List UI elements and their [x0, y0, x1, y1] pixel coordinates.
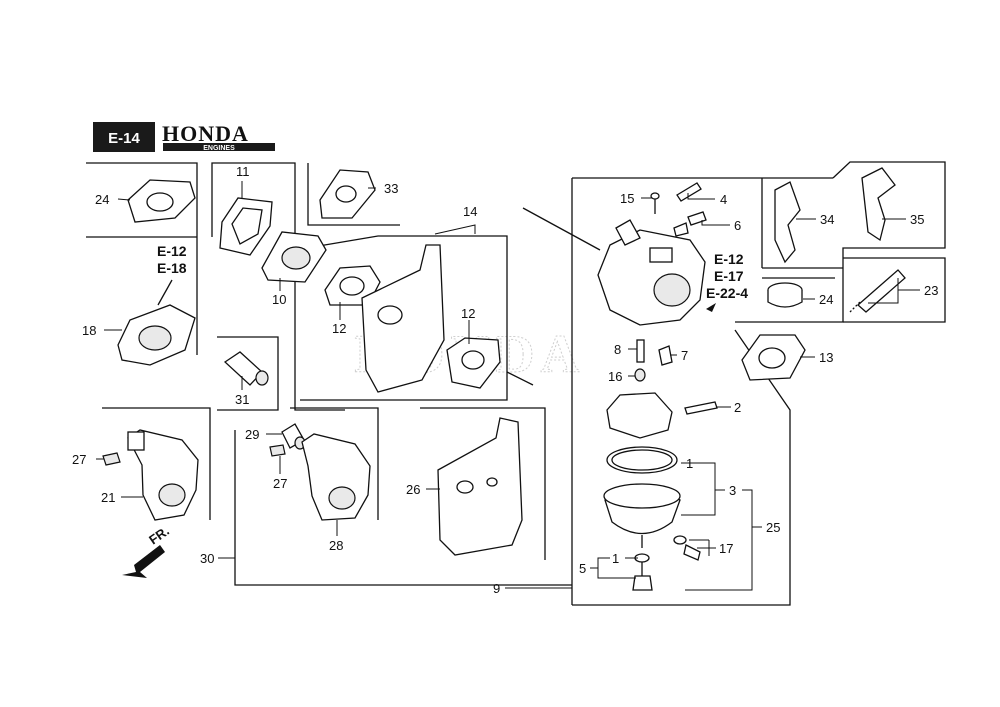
part-28-bracket: [301, 433, 371, 521]
part-18-intake-pipe: [117, 279, 196, 366]
callout-9: 8: [614, 342, 621, 357]
part-carburetor-body: [597, 219, 706, 326]
front-arrow: [122, 545, 165, 578]
part-5-bolt: [632, 553, 653, 591]
cross-references-left: E-12 E-18: [157, 243, 187, 276]
xref-left-2: E-18: [157, 260, 187, 276]
part-15-4-6-screws: [650, 182, 707, 237]
callout-12-right: 12: [461, 306, 475, 321]
callout-2: 2: [734, 400, 741, 415]
callout-32: 24: [95, 192, 109, 207]
callout-27-left: 27: [72, 452, 86, 467]
xref-right-3: E-22-4: [706, 285, 748, 301]
part-23-screw-spring: [849, 269, 906, 313]
part-35-throttle-lever: [861, 167, 896, 242]
callout-23: 23: [924, 283, 938, 298]
callout-17: 17: [719, 541, 733, 556]
callout-30: 30: [200, 551, 214, 566]
callout-13: 13: [819, 350, 833, 365]
part-1-gasket-ring: [606, 446, 678, 474]
callout-34: 34: [820, 212, 834, 227]
callout-7: 9: [493, 581, 500, 596]
part-14-gasket-set: [324, 244, 501, 393]
callout-33: 33: [384, 181, 398, 196]
brand-logo-text: HONDA: [162, 121, 249, 146]
callout-18: 18: [82, 323, 96, 338]
xref-right-1: E-12: [714, 251, 744, 267]
section-header: E-14 HONDA ENGINES: [93, 121, 275, 152]
brand-logo-sub: ENGINES: [203, 145, 235, 152]
callout-6: 6: [734, 218, 741, 233]
callout-16: 16: [608, 369, 622, 384]
part-25-cap: [767, 282, 803, 308]
callout-1-upper: 1: [686, 456, 693, 471]
part-13-gasket: [741, 334, 806, 381]
brand-logo-bar: [163, 143, 275, 151]
part-27-key: [102, 444, 286, 466]
callout-8: 7: [681, 348, 688, 363]
callout-24: 25: [766, 520, 780, 535]
part-3-float-chamber: [603, 483, 681, 548]
callout-29: 29: [245, 427, 259, 442]
callout-35: 35: [910, 212, 924, 227]
callout-3: 3: [729, 483, 736, 498]
callout-4: 4: [720, 192, 727, 207]
part-21-bracket: [127, 429, 199, 521]
part-32-insulator-gasket: [127, 179, 196, 223]
part-33-gasket: [319, 169, 376, 219]
callout-1-lower: 1: [612, 551, 619, 566]
part-34-choke-lever: [774, 181, 801, 264]
callout-numbers: 24 11 33 10 18 14 12 12 31 27 21 29 27 2…: [72, 164, 938, 596]
callout-28: 28: [329, 538, 343, 553]
leader-lines: [96, 181, 920, 591]
cross-references-right: E-12 E-17 E-22-4: [706, 251, 748, 312]
xref-right-arrow: [706, 303, 716, 312]
part-10-insulator: [261, 231, 327, 283]
callout-5: 5: [579, 561, 586, 576]
part-11-gasket: [219, 197, 273, 256]
section-code-box: [93, 122, 155, 152]
front-label: FR.: [146, 523, 172, 547]
part-2-float: [606, 392, 718, 439]
callout-12-left: 12: [332, 321, 346, 336]
callout-31: 31: [235, 392, 249, 407]
callout-15: 15: [620, 191, 634, 206]
callout-21: 21: [101, 490, 115, 505]
callout-25: 24: [819, 292, 833, 307]
xref-right-2: E-17: [714, 268, 744, 284]
part-17-drain-screw: [673, 535, 701, 561]
group-frames: [86, 161, 946, 606]
callout-26: 26: [406, 482, 420, 497]
part-26-heat-shield: [437, 417, 523, 556]
callout-27-right: 27: [273, 476, 287, 491]
section-code: E-14: [108, 130, 140, 147]
callout-14: 14: [463, 204, 477, 219]
part-29-valve: [281, 423, 306, 450]
xref-left-1: E-12: [157, 243, 187, 259]
callout-11: 11: [236, 164, 250, 179]
callout-10: 10: [272, 292, 286, 307]
part-9-8-16-jets: [634, 339, 673, 382]
part-31-spacer: [223, 351, 269, 386]
